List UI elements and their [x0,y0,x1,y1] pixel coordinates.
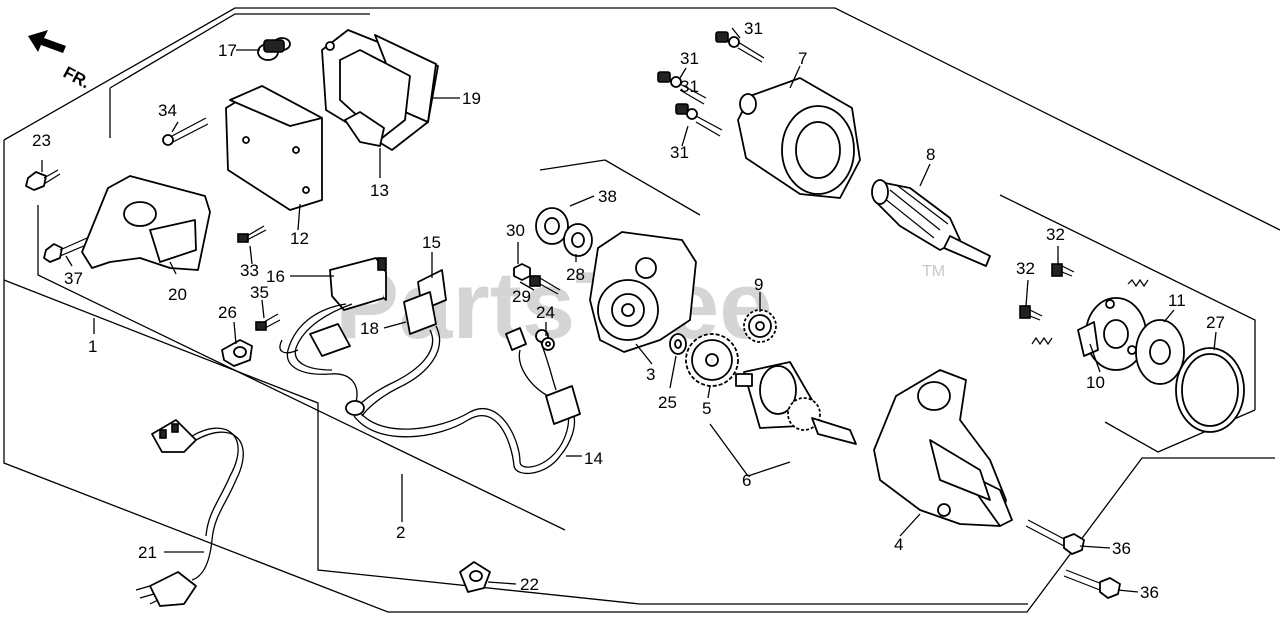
part-10-brush-holder [1077,297,1147,371]
leader-lines [41,27,1217,593]
part-36-bolt-b [1063,569,1121,599]
callout-1: 1 [88,337,97,356]
callout-25: 25 [658,393,677,412]
part-20-bracket [81,175,211,271]
part-7-motor-yoke [737,77,861,199]
callout-2: 2 [396,523,405,542]
callout-9: 9 [754,275,763,294]
callout-24: 24 [536,303,555,322]
front-direction-label: FR. [60,63,93,93]
part-36-bolt-a [1025,519,1085,555]
callout-13: 13 [370,181,389,200]
callout-26: 26 [218,303,237,322]
part-9-gear [743,309,777,343]
callout-18: 18 [360,319,379,338]
part-23-bolt [25,169,61,191]
part-3-gear-cover [589,231,697,353]
callout-36-a: 36 [1112,539,1131,558]
part-31-bolt-c [675,103,723,137]
brush-springs [1031,278,1149,346]
callout-14: 14 [584,449,603,468]
part-32-terminal-b [1019,305,1043,321]
callout-16: 16 [266,267,285,286]
callout-29: 29 [512,287,531,306]
callout-22: 22 [520,575,539,594]
callout-6: 6 [742,471,751,490]
callout-31-c: 31 [680,77,699,96]
part-25-washer [669,333,687,355]
part-4-gear-housing [873,369,1013,527]
part-38-bearing [535,207,593,257]
front-direction-arrow-icon [28,30,66,53]
trademark: TM [922,263,945,280]
callout-23: 23 [32,131,51,150]
part-15-connector [403,269,447,335]
part-24-washer [541,337,555,351]
part-31-bolt-b [657,71,707,105]
callout-32-a: 32 [1046,225,1065,244]
part-8-armature [871,179,991,267]
callout-11: 11 [1168,291,1186,310]
part-31-bolt-a [715,31,765,63]
callout-20: 20 [168,285,187,304]
part-11-brush-plate [1135,319,1185,385]
callout-37: 37 [64,269,83,288]
part-34-screw [162,117,209,146]
callout-32-b: 32 [1016,259,1035,278]
part-27-o-ring [1175,347,1245,433]
callout-38: 38 [598,187,617,206]
assembly-outline [3,7,1280,613]
callout-31-a: 31 [744,19,763,38]
callout-31-d: 31 [670,143,689,162]
callout-15: 15 [422,233,441,252]
callout-7: 7 [798,49,807,68]
part-32-terminal-a [1051,263,1075,277]
callout-10: 10 [1086,373,1105,392]
part-22-wire-clip [459,561,491,593]
part-5-gear [685,333,739,387]
part-35-screw [255,313,281,331]
part-33-screw [237,225,267,243]
part-21-power-cord [135,419,244,607]
callout-21: 21 [138,543,157,562]
callout-4: 4 [894,535,903,554]
part-14-wire-assembly [345,327,581,475]
callout-35: 35 [250,283,269,302]
callout-17: 17 [218,41,237,60]
callout-30: 30 [506,221,525,240]
callout-31-b: 31 [680,49,699,68]
callout-12: 12 [290,229,309,248]
callout-19: 19 [462,89,481,108]
callout-36-b: 36 [1140,583,1159,602]
callout-33: 33 [240,261,259,280]
callout-8: 8 [926,145,935,164]
part-6-pinion-shaft [735,361,857,445]
part-29-bolt [529,275,561,295]
part-30-nut [513,263,531,281]
callout-28: 28 [566,265,585,284]
callout-27: 27 [1206,313,1225,332]
part-12-control-box [225,85,323,211]
callout-34: 34 [158,101,177,120]
part-19-housing [321,29,439,151]
wire-harness [279,303,441,417]
callout-labels: 1 2 3 4 5 6 7 8 9 10 11 12 13 14 15 16 1… [32,19,1225,602]
part-26-clamp [221,339,253,367]
part-17-knob [257,37,291,61]
part-16-switch [329,257,387,311]
callout-5: 5 [702,399,711,418]
callout-3: 3 [646,365,655,384]
